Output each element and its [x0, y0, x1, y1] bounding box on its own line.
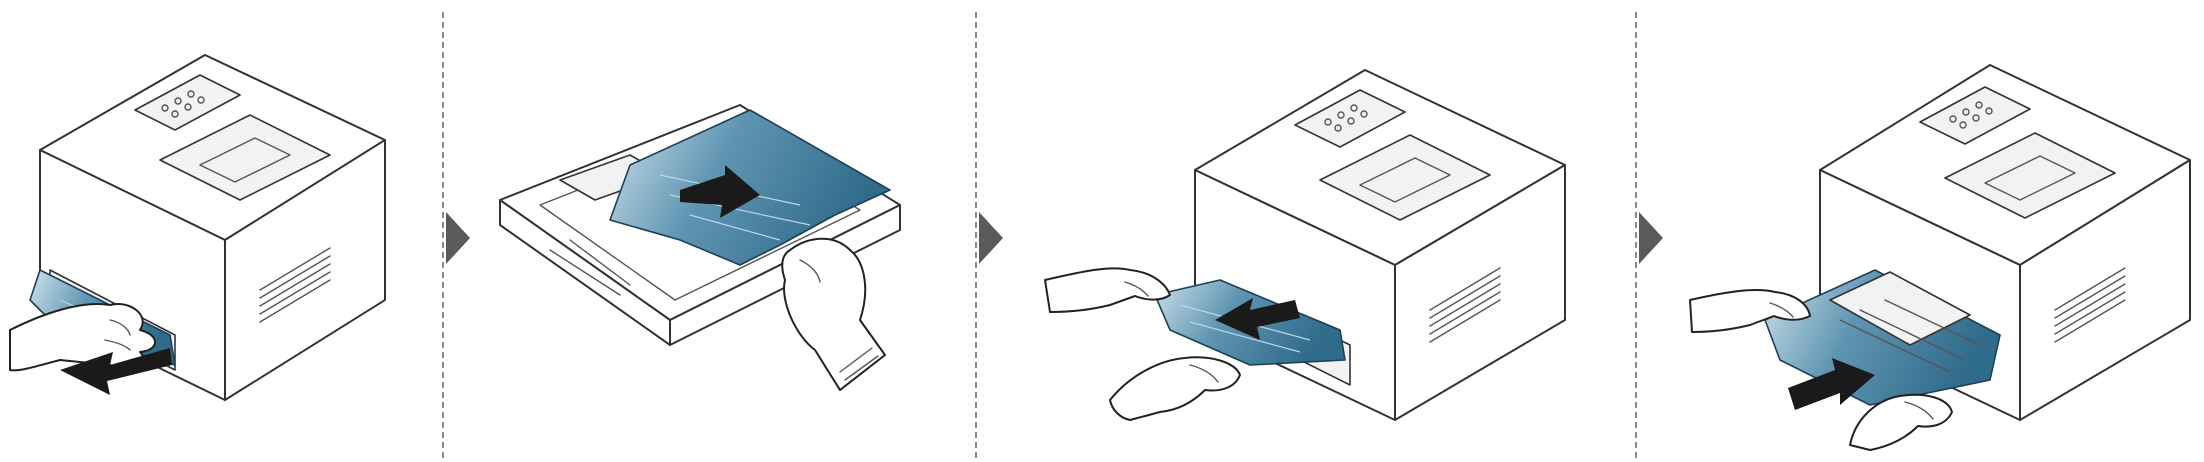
hand-icon	[1689, 289, 1811, 333]
step-3-panel	[1010, 0, 1630, 462]
printer-icon	[1194, 69, 1566, 421]
step-2-panel	[480, 0, 970, 462]
pull-arrow-icon	[680, 165, 760, 218]
hand-icon	[1044, 267, 1171, 313]
step-marker-1	[446, 212, 470, 264]
pull-arrow-icon	[1215, 298, 1300, 340]
step-marker-3	[1639, 212, 1663, 264]
push-arrow-icon	[1788, 358, 1875, 410]
paper-tray-icon	[1764, 269, 2001, 406]
step-marker-2	[979, 212, 1003, 264]
step-1-illustration	[9, 54, 386, 401]
step-divider-3	[1635, 12, 1637, 458]
hand-icon	[1849, 393, 1953, 451]
hand-icon	[781, 237, 886, 391]
step-divider-1	[442, 12, 444, 458]
step-4-panel	[1670, 0, 2204, 462]
step-4-illustration	[1689, 64, 2191, 451]
pull-arrow-icon	[60, 348, 172, 395]
hand-icon	[1109, 356, 1241, 421]
step-2-illustration	[499, 104, 901, 391]
step-1-panel	[0, 0, 440, 462]
step-divider-2	[975, 12, 977, 458]
step-3-illustration	[1044, 69, 1566, 421]
hand-icon	[9, 303, 156, 372]
